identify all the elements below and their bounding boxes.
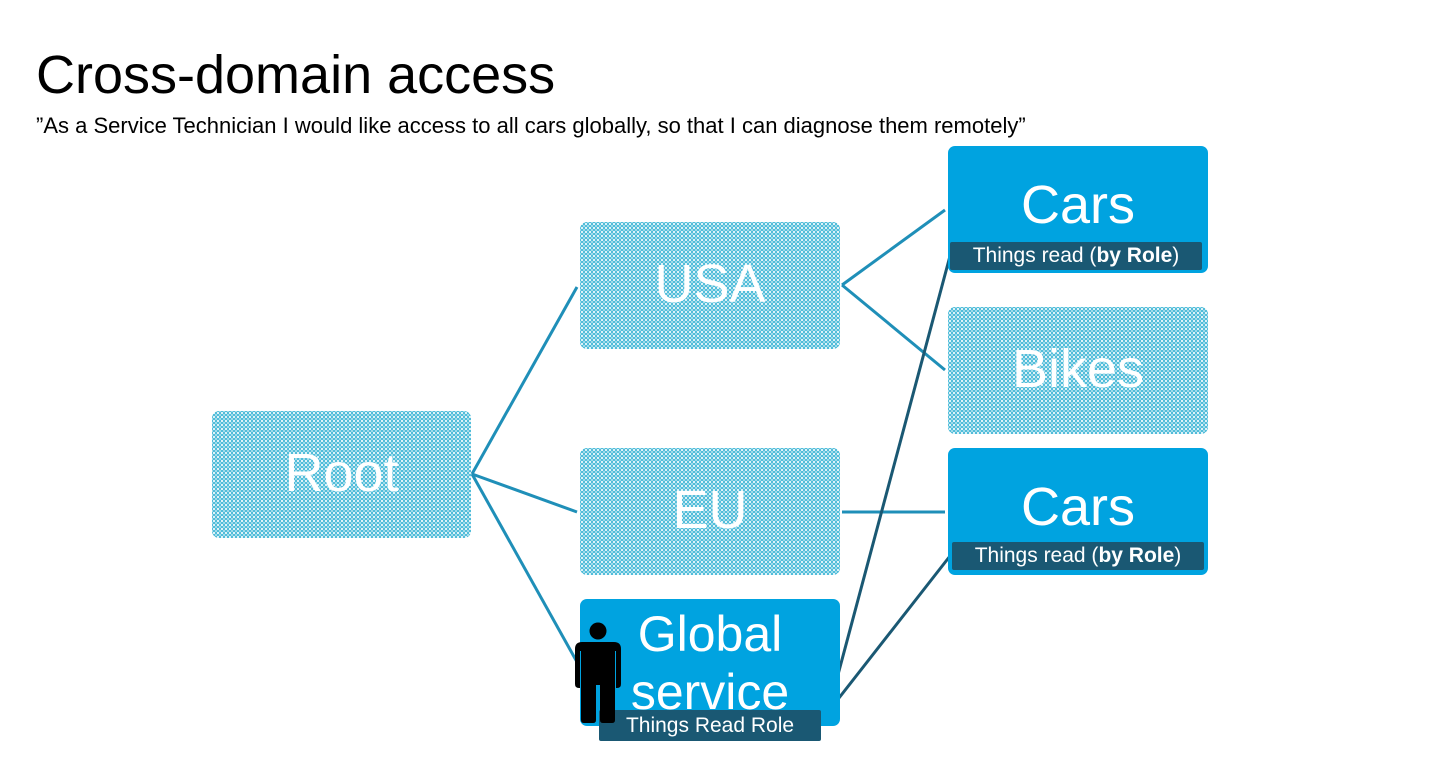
slide-subtitle: ”As a Service Technician I would like ac… — [36, 113, 1026, 138]
badge-prefix: Things read ( — [972, 244, 1097, 267]
badge-suffix: ) — [1174, 544, 1182, 567]
node-eu: EU — [580, 448, 840, 575]
person-icon — [575, 622, 621, 723]
node-usa-bikes-label: Bikes — [1011, 338, 1145, 399]
connector-usa-bikes — [841, 283, 946, 372]
node-usa-label: USA — [654, 253, 766, 314]
slide-title: Cross-domain access — [36, 45, 556, 105]
connector-usa-cars — [841, 208, 946, 287]
role-link-eu-cars — [826, 555, 952, 713]
node-usa-bikes: Bikes — [948, 307, 1208, 434]
badge-suffix: ) — [1172, 244, 1180, 267]
badge-bold: by Role — [1098, 544, 1175, 567]
connector-root-usa — [470, 286, 579, 475]
badge-bold: by Role — [1096, 244, 1173, 267]
node-usa: USA — [580, 222, 840, 349]
global-service-role-badge: Things Read Role — [599, 710, 821, 741]
node-eu-cars-label: Cars — [1020, 477, 1135, 537]
node-root-label: Root — [284, 442, 399, 503]
node-root: Root — [212, 411, 471, 538]
connector-root-eu — [471, 472, 578, 514]
node-usa-cars-label: Cars — [1020, 175, 1135, 235]
badge-prefix: Things read ( — [974, 544, 1099, 567]
eu-cars-role-badge: Things read (by Role) — [952, 542, 1204, 570]
role-link-usa-cars — [826, 255, 952, 713]
connector-root-global-service — [470, 473, 579, 663]
usa-cars-role-badge: Things read (by Role) — [950, 242, 1202, 270]
node-eu-label: EU — [672, 479, 748, 540]
